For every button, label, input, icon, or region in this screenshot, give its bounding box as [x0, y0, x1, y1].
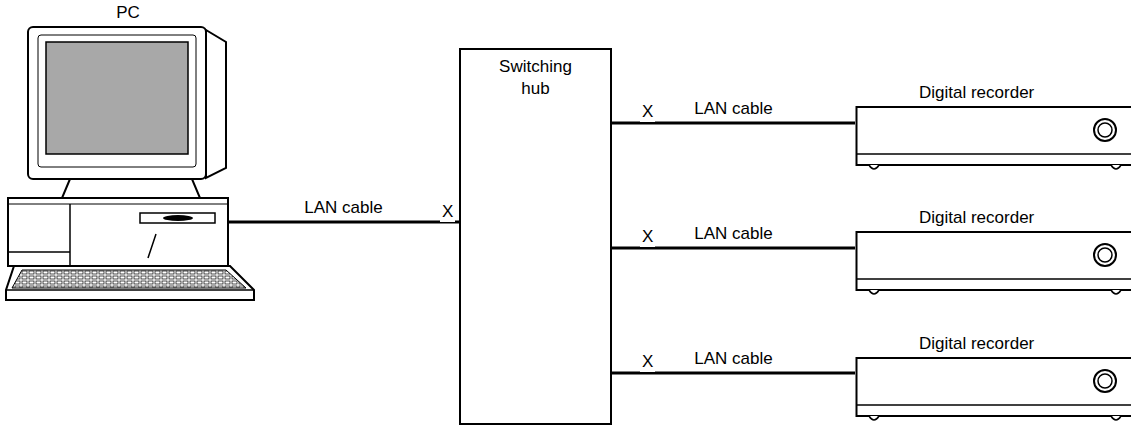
port-mark: X	[640, 227, 655, 247]
cable-label: LAN cable	[692, 349, 774, 369]
pc-computer: PC	[0, 0, 228, 305]
node-label: Switching hub	[484, 56, 588, 100]
switching-hub-box: Switching hub	[459, 48, 612, 425]
node-label: Digital recorder	[855, 207, 1131, 229]
digital-recorder: Digital recorder	[855, 333, 1131, 425]
cable-label: LAN cable	[692, 224, 774, 244]
cable-label: LAN cable	[692, 99, 774, 119]
port-mark: X	[640, 352, 655, 372]
port-mark: X	[440, 202, 455, 222]
digital-recorder: Digital recorder	[855, 207, 1131, 299]
pc-illustration	[0, 0, 256, 305]
cable-label: LAN cable	[302, 198, 384, 218]
digital-recorder: Digital recorder	[855, 82, 1131, 174]
lan-cable-line	[228, 221, 459, 224]
node-label: Digital recorder	[855, 82, 1131, 104]
node-label: PC	[0, 2, 256, 24]
port-mark: X	[640, 102, 655, 122]
node-label: Digital recorder	[855, 333, 1131, 355]
